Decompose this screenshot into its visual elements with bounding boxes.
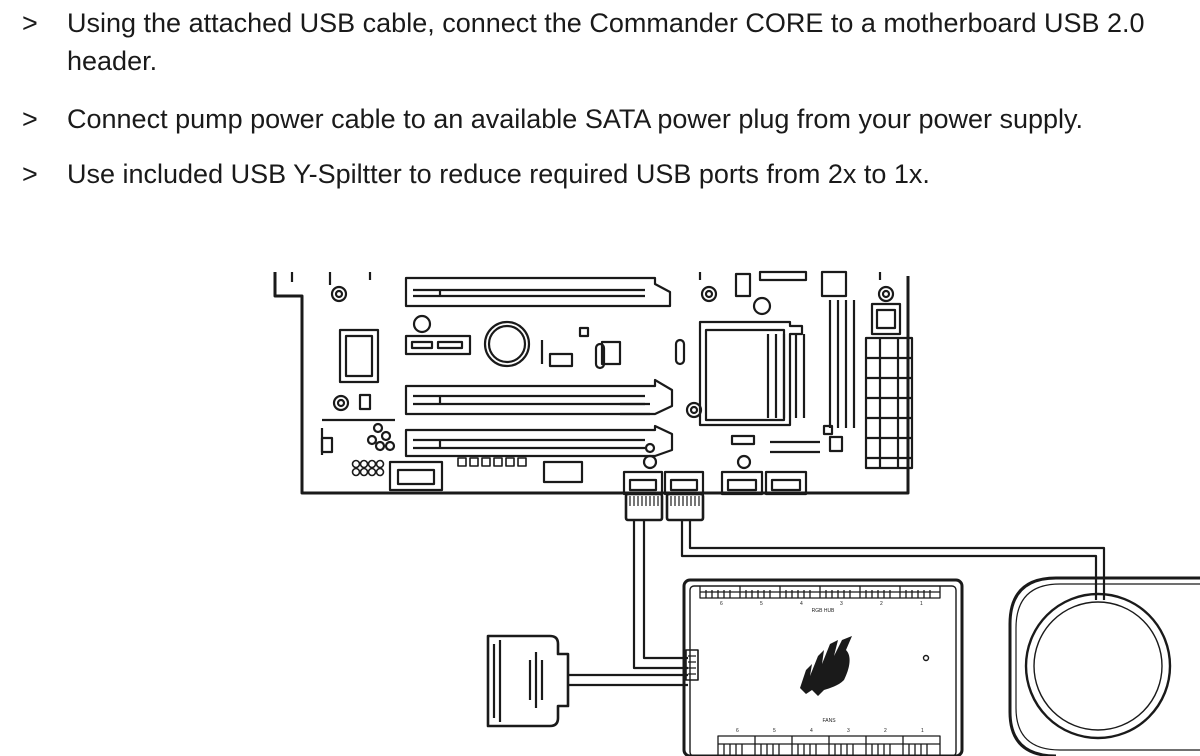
rgb-hub-label: RGB HUB: [812, 608, 835, 614]
instruction-text: Connect pump power cable to an available…: [67, 104, 1084, 134]
bottom-port-numbers: 6 5 4 3 2 1: [736, 728, 924, 734]
bullet-marker: >: [22, 8, 38, 38]
svg-text:6: 6: [720, 601, 723, 607]
svg-text:4: 4: [810, 728, 813, 734]
svg-text:3: 3: [840, 601, 843, 607]
svg-text:5: 5: [773, 728, 776, 734]
sata-power-cable: [568, 673, 688, 687]
bullet-marker: >: [22, 104, 38, 134]
svg-text:3: 3: [847, 728, 850, 734]
svg-text:6: 6: [736, 728, 739, 734]
bullet-marker: >: [22, 159, 38, 189]
corsair-logo: [800, 636, 852, 696]
sata-power-connector: [486, 634, 570, 728]
fans-label: FANS: [822, 718, 836, 724]
svg-text:2: 2: [884, 728, 887, 734]
pump-unit: [1008, 576, 1200, 756]
instruction-text: Use included USB Y-Spiltter to reduce re…: [67, 159, 930, 189]
usb-plug-pair: [624, 492, 705, 522]
svg-text:1: 1: [921, 728, 924, 734]
instruction-text: Using the attached USB cable, connect th…: [67, 8, 1145, 76]
svg-text:4: 4: [800, 601, 803, 607]
motherboard: [273, 270, 914, 496]
svg-text:1: 1: [920, 601, 923, 607]
commander-core: [682, 578, 964, 756]
usb-cables: [632, 520, 1106, 670]
svg-text:2: 2: [880, 601, 883, 607]
svg-text:5: 5: [760, 601, 763, 607]
top-port-numbers: 6 5 4 3 2 1: [720, 601, 923, 607]
